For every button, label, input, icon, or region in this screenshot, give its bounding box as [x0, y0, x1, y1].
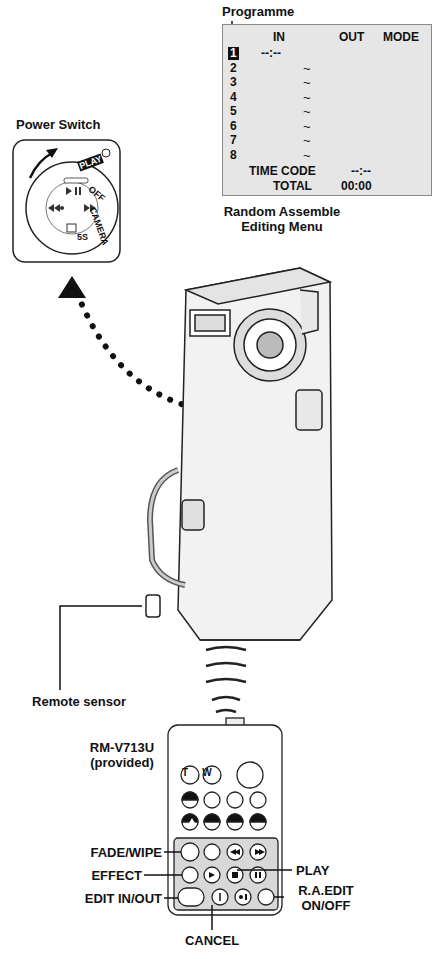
- button-label: CANCEL: [170, 933, 254, 948]
- signal-waves: [206, 647, 246, 712]
- menu-text: ~: [303, 76, 311, 89]
- menu-text: TOTAL: [273, 180, 312, 193]
- callout-label: RM-V713U (provided): [80, 740, 164, 770]
- button-symbols: [188, 818, 265, 901]
- menu-text: --:--: [261, 47, 281, 60]
- menu-text: ~: [303, 134, 311, 147]
- button-letter: T: [182, 768, 188, 778]
- menu-text: MODE: [383, 31, 419, 44]
- programme-number: 3: [230, 76, 237, 89]
- menu-text: 00:00: [341, 180, 372, 193]
- menu-text: ~: [303, 105, 311, 118]
- remote-control-body: TW: [168, 725, 282, 915]
- power-switch: PLAY OFF CAMERA5S: [13, 140, 120, 262]
- button-label: PLAY: [296, 863, 356, 878]
- programme-number: 5: [230, 105, 237, 118]
- dial-marking: 5S: [77, 232, 88, 242]
- menu-text: --:--: [351, 165, 371, 178]
- programme-number: 8: [230, 149, 237, 162]
- power-switch-dial: [13, 140, 120, 262]
- programme-number: 4: [230, 91, 237, 104]
- camcorder: [146, 268, 332, 640]
- leader-line: [144, 852, 292, 930]
- programme-number: 7: [230, 134, 237, 147]
- programme-number: 2: [230, 62, 237, 75]
- menu-text: ~: [303, 149, 311, 162]
- dial-marking: OFF: [87, 184, 107, 203]
- programme-number: 1: [228, 47, 239, 60]
- button-label: R.A.EDIT ON/OFF: [286, 883, 366, 913]
- callout-label: Power Switch: [16, 117, 136, 132]
- menu-text: ~: [303, 120, 311, 133]
- button-label: FADE/WIPE: [60, 845, 162, 860]
- menu-text: ~: [303, 62, 311, 75]
- remote-control: [168, 718, 282, 915]
- leader-line: [60, 606, 142, 690]
- menu-screen: INOUTMODE12345678--:--~~~~~~~TIME CODE--…: [222, 24, 432, 196]
- menu-text: OUT: [339, 31, 364, 44]
- programme-number: 6: [230, 120, 237, 133]
- callout-label: Programme: [222, 4, 342, 19]
- button-label: EDIT IN/OUT: [40, 891, 162, 906]
- callout-label: Remote sensor: [14, 694, 144, 709]
- dial-marking: PLAY: [77, 153, 104, 171]
- menu-text: IN: [273, 31, 285, 44]
- menu-text: ~: [303, 91, 311, 104]
- button-label: EFFECT: [60, 868, 142, 883]
- dial-marking: CAMERA: [88, 206, 111, 247]
- button-letter: W: [202, 768, 211, 778]
- caption-label: Random Assemble Editing Menu: [212, 204, 352, 234]
- menu-text: TIME CODE: [249, 165, 316, 178]
